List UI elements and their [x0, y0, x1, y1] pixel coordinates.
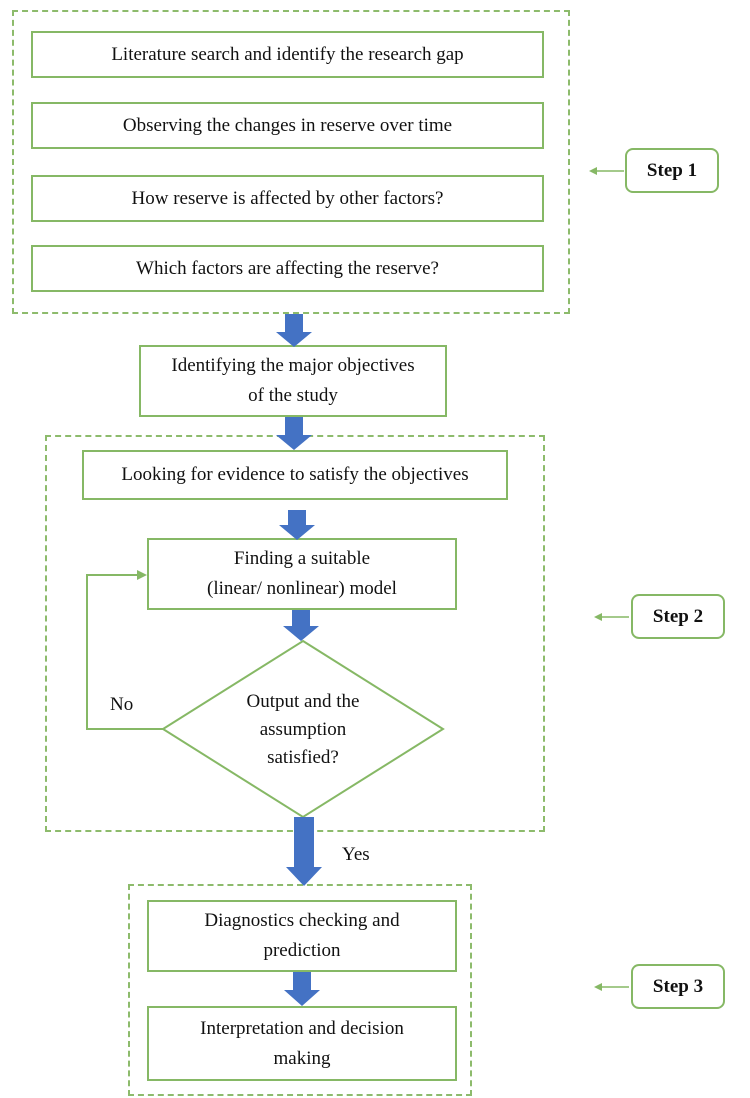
step1-group	[12, 10, 570, 314]
evidence-box: Looking for evidence to satisfy the obje…	[82, 450, 508, 500]
flow-arrow-evidence-to-model	[279, 510, 315, 540]
step3-pointer-arrow	[594, 983, 629, 991]
observing-changes-text: Observing the changes in reserve over ti…	[122, 114, 453, 136]
step2-label: Step 2	[631, 594, 725, 639]
no-label: No	[110, 694, 134, 715]
interpretation-line2: making	[273, 1047, 331, 1069]
diagnostics-line1: Diagnostics checking and	[204, 910, 400, 931]
decision-line2: assumption	[259, 719, 347, 740]
step1-label-text: Step 1	[646, 159, 698, 181]
objectives-box: Identifying the major objectives of the …	[139, 345, 447, 417]
model-box: Finding a suitable (linear/ nonlinear) m…	[147, 538, 457, 610]
step2-pointer-arrow	[594, 613, 629, 621]
reserve-affected-text: How reserve is affected by other factors…	[131, 187, 444, 209]
step1-label: Step 1	[625, 148, 719, 193]
step3-group	[128, 884, 472, 1096]
model-line2: (linear/ nonlinear) model	[207, 578, 397, 599]
flow-arrow-yes	[286, 817, 322, 886]
factors-affecting-box: Which factors are affecting the reserve?	[31, 245, 544, 292]
flow-arrow-objectives-to-evidence	[276, 417, 312, 450]
objectives-line1: Identifying the major objectives	[171, 355, 415, 376]
reserve-affected-box: How reserve is affected by other factors…	[31, 175, 544, 222]
step2-label-text: Step 2	[652, 605, 704, 627]
diagnostics-line2: prediction	[263, 940, 341, 961]
model-line1: Finding a suitable	[233, 548, 371, 569]
yes-label: Yes	[342, 844, 370, 865]
diagnostics-box: Diagnostics checking and prediction	[147, 900, 457, 972]
decision-line3: satisfied?	[267, 747, 339, 768]
interpretation-box: Interpretation and decision making	[147, 1006, 457, 1081]
decision-text: Output and the assumption satisfied?	[203, 688, 403, 772]
flow-arrow-step1-to-objectives	[276, 314, 312, 347]
observing-changes-box: Observing the changes in reserve over ti…	[31, 102, 544, 149]
interpretation-line1: Interpretation and decision	[200, 1017, 404, 1039]
evidence-text: Looking for evidence to satisfy the obje…	[121, 464, 469, 485]
flow-arrow-model-to-decision	[283, 610, 319, 641]
literature-search-box: Literature search and identify the resea…	[31, 31, 544, 78]
step1-pointer-arrow	[589, 167, 624, 175]
no-feedback-arrowhead	[137, 570, 147, 580]
objectives-line2: of the study	[248, 385, 338, 406]
step3-label-text: Step 3	[652, 975, 704, 997]
flow-arrow-diagnostics-to-interpretation	[284, 972, 320, 1006]
factors-affecting-text: Which factors are affecting the reserve?	[136, 257, 439, 279]
literature-search-text: Literature search and identify the resea…	[111, 43, 464, 65]
no-feedback-line	[86, 574, 163, 730]
step3-label: Step 3	[631, 964, 725, 1009]
decision-line1: Output and the	[246, 691, 360, 712]
